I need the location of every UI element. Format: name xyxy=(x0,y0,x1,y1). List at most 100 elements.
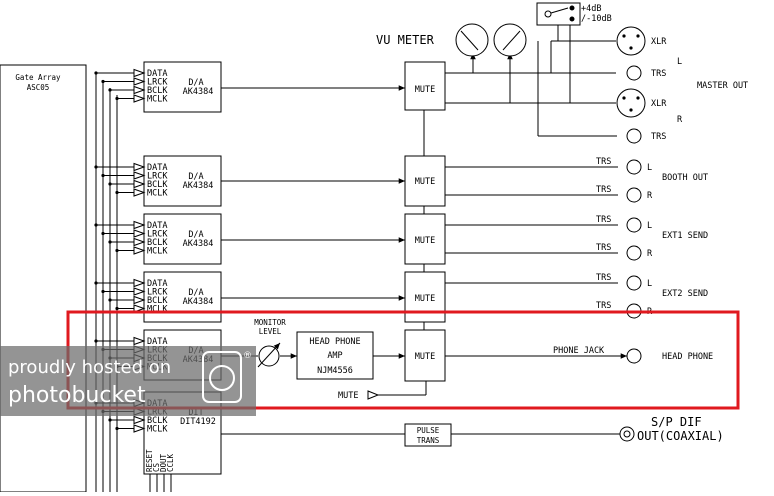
phone-jack-label: PHONE JACK xyxy=(553,346,605,356)
headphone-amp-line2: AMP xyxy=(327,351,342,361)
mute-block-headphone xyxy=(404,329,446,382)
mute-control-arrow-icon xyxy=(367,390,380,400)
pin-label: BCLK xyxy=(147,180,168,190)
ext2-send-label: EXT2 SEND xyxy=(662,289,708,299)
pulse-trans-line2: TRANS xyxy=(417,436,440,445)
phone-jack-icon xyxy=(626,348,642,364)
pin-label: LRCK xyxy=(147,230,168,240)
xlr-left-label: XLR xyxy=(651,37,667,47)
pulse-trans-block xyxy=(404,423,452,447)
ext1-right-jack-icon xyxy=(626,245,642,261)
trs-master-left-jack-icon xyxy=(626,65,642,81)
block-chip: AK4384 xyxy=(183,239,214,249)
pin-label: DATA xyxy=(147,69,167,79)
trs-master-left-label: TRS xyxy=(651,69,666,79)
pin-label: MCLK xyxy=(147,247,168,257)
watermark-line2: photobucket xyxy=(8,383,146,408)
booth-out-label: BOOTH OUT xyxy=(662,173,708,183)
wiring xyxy=(0,25,627,493)
monitor-level-line2: LEVEL xyxy=(259,327,282,336)
gate-array-line2: ASC05 xyxy=(27,83,50,92)
mute-label-ext1: MUTE xyxy=(415,236,435,246)
pad-plus-label: +4dB xyxy=(581,4,601,14)
pin-label: MCLK xyxy=(147,305,168,315)
headphone-amp-line1: HEAD PHONE xyxy=(309,337,360,347)
headphone-amp-block xyxy=(296,331,374,380)
ext1-left-jack-icon xyxy=(626,217,642,233)
pin-label: BCLK xyxy=(147,86,168,96)
block-chip: DIT4192 xyxy=(180,417,216,427)
trs-master-right-jack-icon xyxy=(626,128,642,144)
master-right-label: R xyxy=(677,115,683,125)
mute-label-booth: MUTE xyxy=(415,177,435,187)
vu-meter-label: VU METER xyxy=(376,33,435,47)
xlr-left-icon xyxy=(616,26,646,56)
ext2-left-label: L xyxy=(647,279,652,289)
pin-label: LRCK xyxy=(147,78,168,88)
mute-label-ext2: MUTE xyxy=(415,294,435,304)
ext1-left-label: L xyxy=(647,221,652,231)
pad-minus-label: /-10dB xyxy=(581,14,612,24)
pin-label: BCLK xyxy=(147,238,168,248)
block-chip: AK4384 xyxy=(183,297,214,307)
block-func: D/A xyxy=(188,288,203,298)
pin-label: DATA xyxy=(147,279,167,289)
booth-right-jack-icon xyxy=(626,187,642,203)
master-out-label: MASTER OUT xyxy=(697,81,748,91)
trs-master-right-label: TRS xyxy=(651,132,666,142)
pad-switch-box xyxy=(536,2,581,26)
mute-block-ext1 xyxy=(404,213,446,265)
ext2-left-jack-icon xyxy=(626,275,642,291)
headphone-amp-chip: NJM4556 xyxy=(317,366,353,376)
dit-bottom-pin-label: DOUT xyxy=(159,453,168,472)
vu-meter-left-icon xyxy=(455,23,489,57)
pin-label: MCLK xyxy=(147,425,168,435)
pin-label: MCLK xyxy=(147,95,168,105)
dit-bottom-pin-label: RESET xyxy=(145,449,154,472)
ext2-trs-right: TRS xyxy=(596,301,611,311)
watermark-reg: ® xyxy=(243,351,252,361)
mute-control-label: MUTE xyxy=(338,391,358,401)
mute-block-booth xyxy=(404,155,446,207)
booth-trs-left: TRS xyxy=(596,157,611,167)
mute-block-master xyxy=(404,61,446,111)
pin-label: LRCK xyxy=(147,288,168,298)
dit-bottom-pin-label: CCLK xyxy=(166,453,175,472)
pin-label: DATA xyxy=(147,337,167,347)
ext2-trs-left: TRS xyxy=(596,273,611,283)
ext1-right-label: R xyxy=(647,249,653,259)
pin-label: BCLK xyxy=(147,296,168,306)
dit-bottom-pin-label: CS xyxy=(152,462,161,472)
pin-label: LRCK xyxy=(147,172,168,182)
booth-trs-right: TRS xyxy=(596,185,611,195)
mute-label-headphone: MUTE xyxy=(415,352,435,362)
block-func: D/A xyxy=(188,78,203,88)
block-chip: AK4384 xyxy=(183,181,214,191)
master-left-label: L xyxy=(677,57,682,67)
watermark-background xyxy=(0,346,256,416)
pin-label: DATA xyxy=(147,221,167,231)
pin-label: BCLK xyxy=(147,416,168,426)
photobucket-watermark: proudly hosted on photobucket ® xyxy=(0,346,256,416)
booth-right-label: R xyxy=(647,191,653,201)
gate-array-line1: Gate Array xyxy=(15,73,61,82)
ext1-trs-right: TRS xyxy=(596,243,611,253)
pin-label: MCLK xyxy=(147,189,168,199)
pin-label: DATA xyxy=(147,163,167,173)
monitor-level-line1: MONITOR xyxy=(254,318,286,327)
xlr-right-label: XLR xyxy=(651,99,667,109)
mute-block-ext2 xyxy=(404,271,446,323)
block-func: D/A xyxy=(188,230,203,240)
watermark-line1: proudly hosted on xyxy=(8,357,171,378)
camera-outline-icon xyxy=(202,351,242,403)
vu-meter-right-icon xyxy=(493,23,527,57)
block-chip: AK4384 xyxy=(183,87,214,97)
spdif-line2: OUT(COAXIAL) xyxy=(637,429,724,443)
ext1-trs-left: TRS xyxy=(596,215,611,225)
ext1-send-label: EXT1 SEND xyxy=(662,231,708,241)
